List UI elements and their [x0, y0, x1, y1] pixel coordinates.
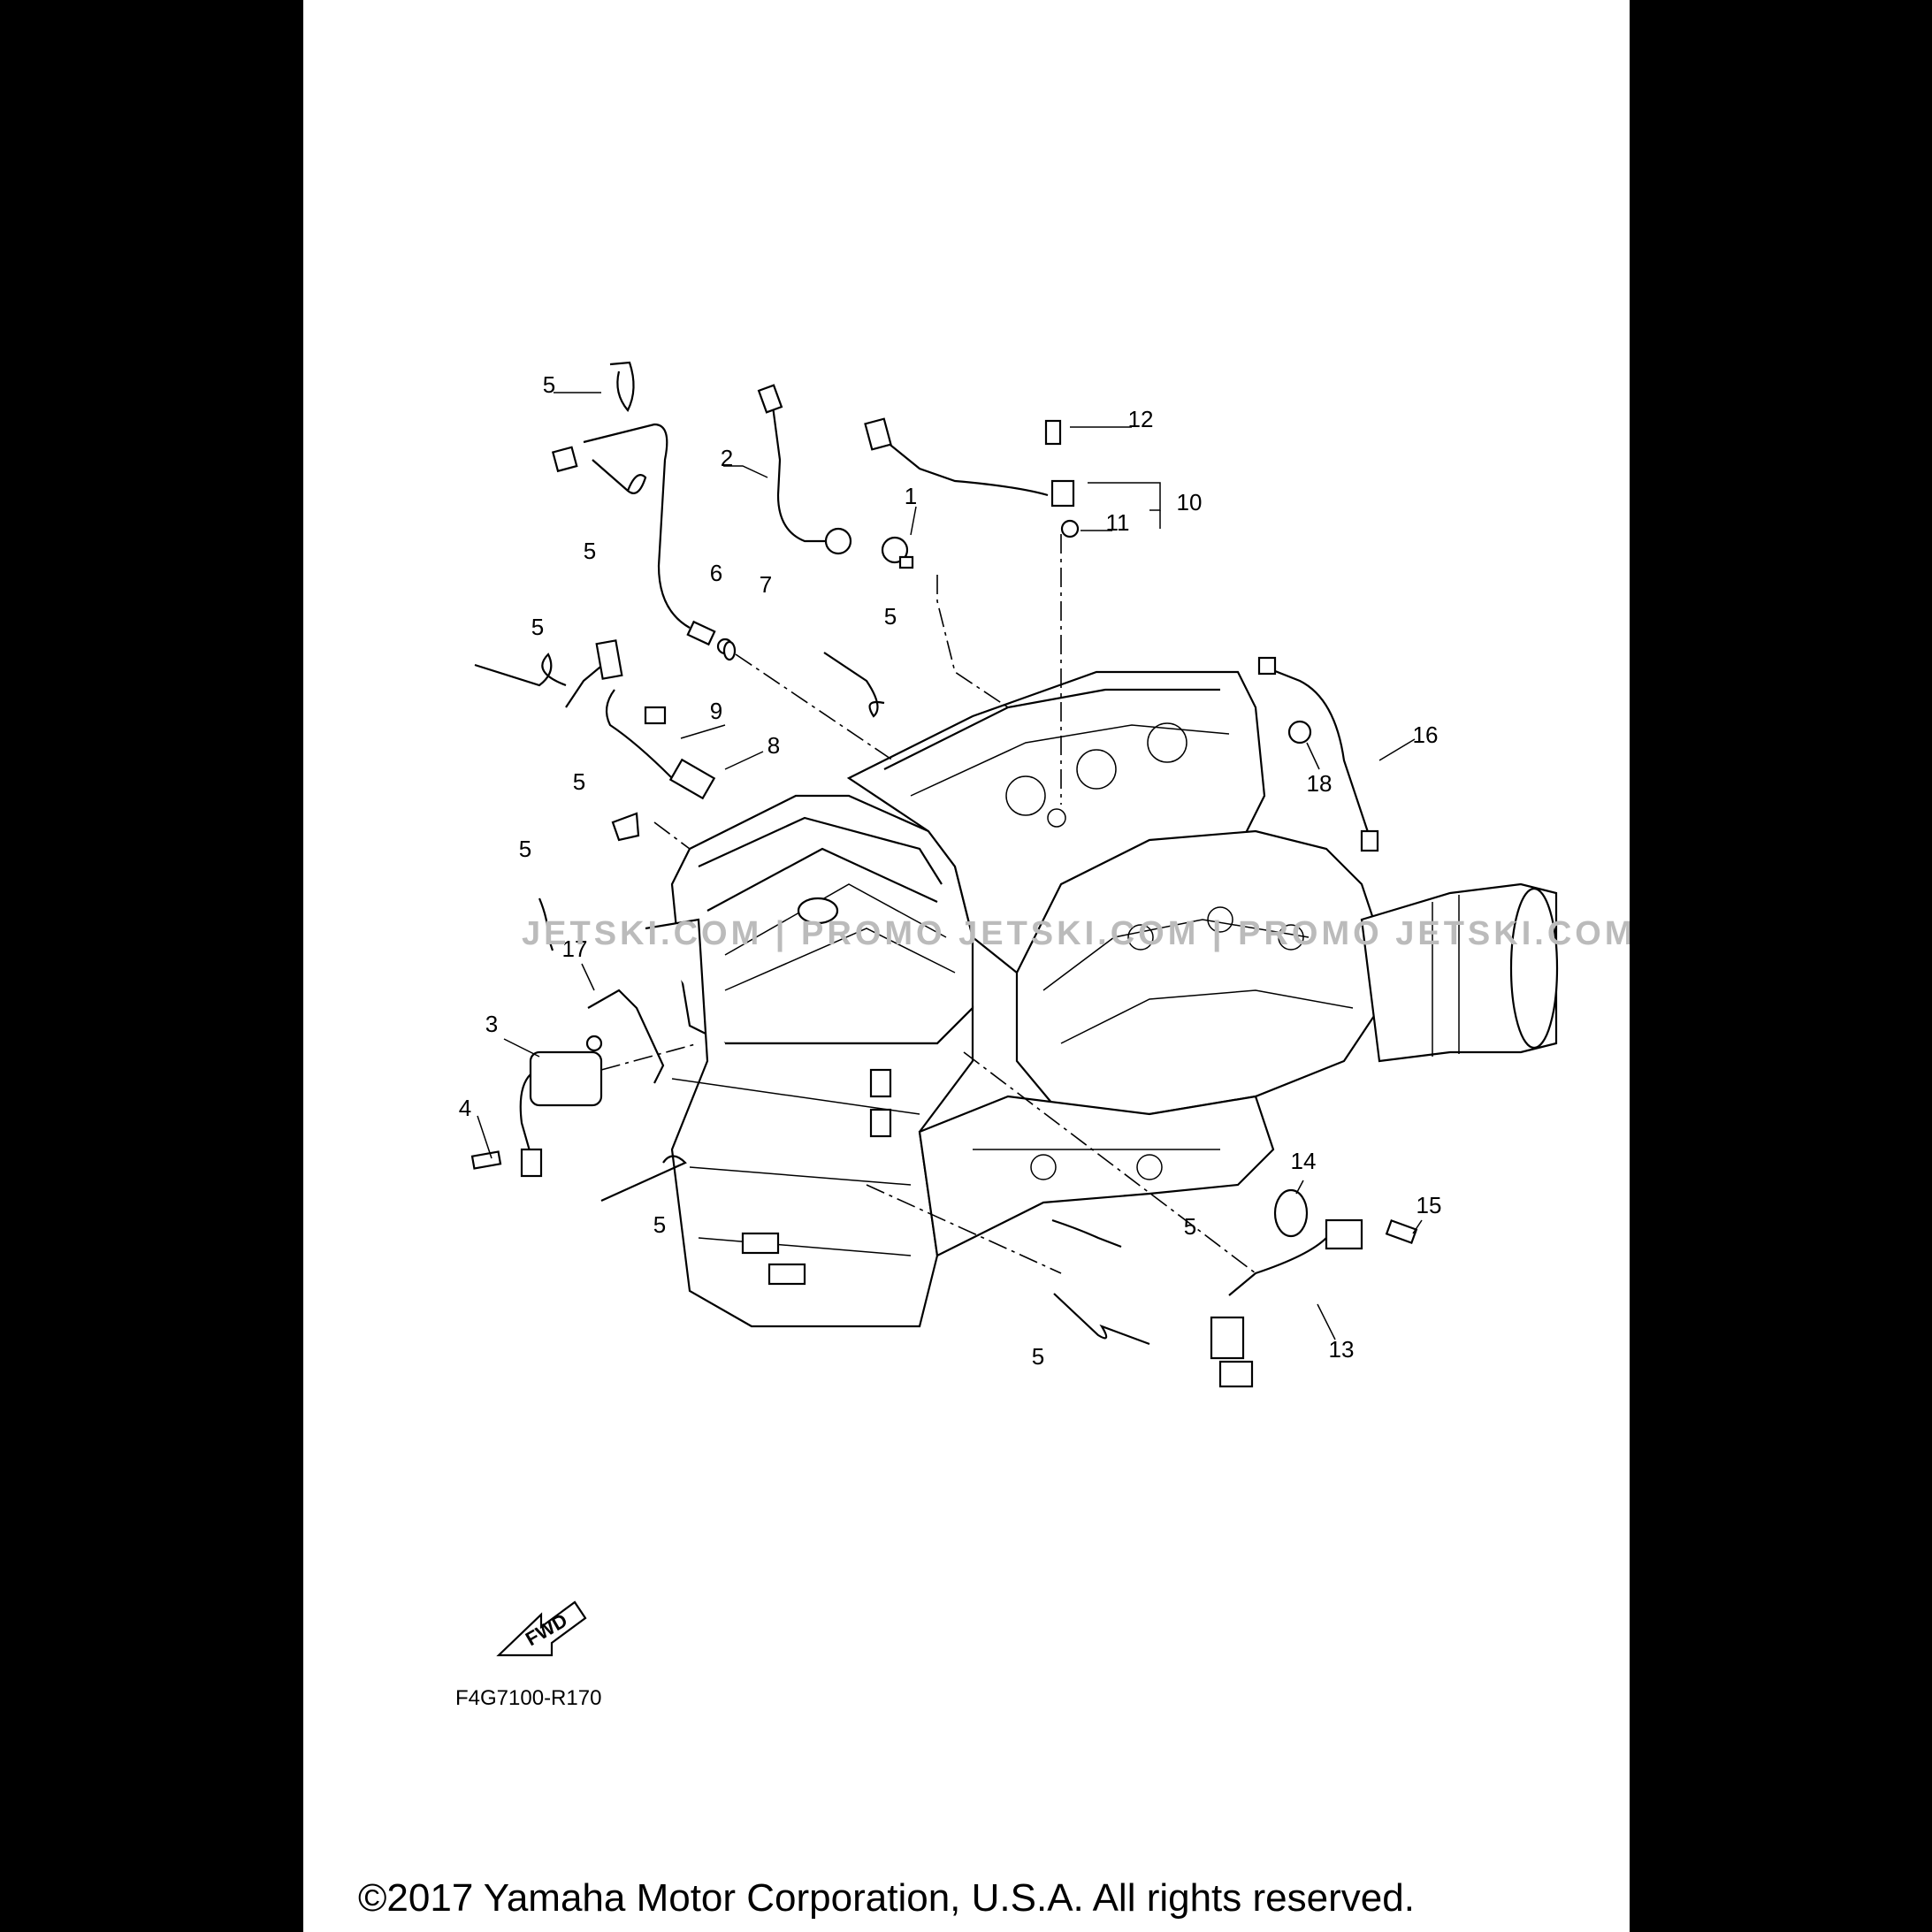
sensor-10-icon [1050, 479, 1075, 508]
part-code: F4G7100-R170 [455, 1686, 601, 1710]
sensor-8-icon [668, 758, 716, 800]
callout-5: 5 [884, 603, 897, 630]
callout-5: 5 [584, 538, 596, 564]
callout-14: 14 [1291, 1148, 1317, 1174]
bolt-12-icon [1044, 419, 1062, 446]
gasket-7-icon [722, 640, 737, 661]
o-ring-14-icon [1273, 1188, 1309, 1238]
sensor-3-icon [529, 1050, 603, 1107]
callout-5: 5 [519, 836, 531, 862]
engine-block [645, 670, 1559, 1328]
sensor-13-icon [1325, 1218, 1363, 1250]
bolt-9-icon [644, 706, 667, 725]
callout-1: 1 [905, 483, 917, 509]
callout-5: 5 [543, 371, 555, 398]
callout-10: 10 [1177, 489, 1203, 515]
callout-12: 12 [1128, 406, 1154, 432]
connector-13a-icon [1210, 1316, 1245, 1360]
callout-5: 5 [573, 768, 585, 795]
callout-5: 5 [531, 614, 544, 640]
bolt-4-icon [470, 1150, 502, 1170]
callout-9: 9 [710, 698, 722, 724]
callout-2: 2 [721, 445, 733, 471]
yamaha-logo-icon [797, 897, 839, 925]
callout-5: 5 [1184, 1213, 1196, 1240]
sensor-18-icon [1287, 720, 1312, 745]
forward-arrow-icon: FWD [496, 1600, 587, 1657]
callout-13: 13 [1329, 1336, 1355, 1363]
callout-5: 5 [1032, 1343, 1044, 1370]
callout-6: 6 [710, 560, 722, 586]
callout-17: 17 [562, 935, 588, 962]
callout-8: 8 [767, 732, 780, 759]
callout-15: 15 [1417, 1192, 1442, 1218]
o-ring-11-icon [1060, 519, 1080, 538]
callout-11: 11 [1106, 509, 1130, 536]
callout-18: 18 [1307, 770, 1333, 797]
sensor-parts [470, 361, 1423, 1388]
callout-16: 16 [1413, 722, 1439, 748]
copyright-footer: ©2017 Yamaha Motor Corporation, U.S.A. A… [358, 1876, 1415, 1920]
callout-5: 5 [653, 1211, 666, 1238]
watermark-text: JETSKI.COM | PROMO JETSKI.COM | PROMO JE… [522, 915, 1630, 952]
callout-4: 4 [459, 1095, 471, 1121]
callout-7: 7 [760, 571, 772, 598]
bolt-15-icon [1385, 1218, 1418, 1245]
callout-3: 3 [485, 1011, 498, 1037]
